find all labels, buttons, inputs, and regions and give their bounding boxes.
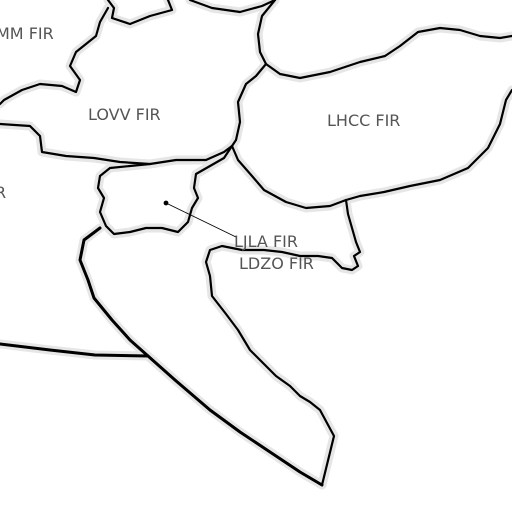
border-lirr-adriatic bbox=[0, 342, 150, 358]
fir-labels: MM FIR LOVV FIR LHCC FIR R LJLA FIR LDZO… bbox=[0, 24, 400, 273]
ljla-leader-line bbox=[165, 202, 237, 238]
border-edmm-lovv bbox=[0, 6, 110, 106]
border-ldzo-adriatic bbox=[78, 226, 324, 487]
label-ljla-fir: LJLA FIR bbox=[234, 232, 298, 251]
border-lovv-south bbox=[0, 122, 234, 166]
border-lhcc-north bbox=[256, 0, 512, 80]
border-edmm-north bbox=[106, 0, 174, 26]
label-ldzo-fir: LDZO FIR bbox=[239, 254, 314, 273]
border-lovv-lhcc bbox=[230, 62, 268, 148]
label-lovv-fir: LOVV FIR bbox=[88, 105, 161, 124]
label-lhcc-fir: LHCC FIR bbox=[327, 111, 400, 130]
label-lirr-fir: R bbox=[0, 183, 6, 202]
fir-boundaries bbox=[0, 0, 512, 487]
border-ljla bbox=[96, 144, 234, 236]
border-lovv-north bbox=[188, 0, 277, 14]
label-edmm-fir: MM FIR bbox=[0, 24, 54, 43]
ljla-marker-dot bbox=[163, 200, 169, 206]
border-lhcc-south bbox=[230, 88, 512, 210]
border-ldzo-inland bbox=[204, 198, 362, 487]
